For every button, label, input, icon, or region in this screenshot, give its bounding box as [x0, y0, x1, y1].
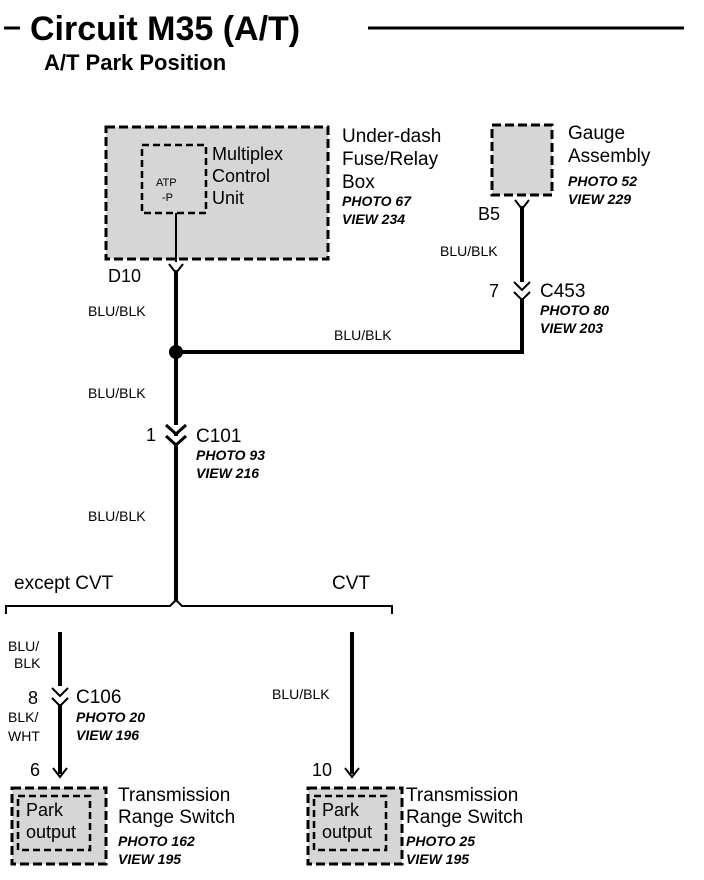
trs-left-inner-1: Park: [26, 800, 64, 820]
trs-right-name-1: Transmission: [406, 785, 518, 806]
c101-photo: PHOTO 93: [196, 447, 265, 463]
splice-dot: [169, 345, 183, 359]
c453-name: C453: [540, 281, 585, 302]
trs-right-view: VIEW 195: [406, 851, 469, 867]
trs-right-inner: [312, 794, 388, 852]
wire-label-1: BLU/BLK: [88, 303, 146, 319]
c106-arrow-top: [51, 687, 69, 698]
gauge-view: VIEW 229: [568, 191, 631, 207]
page-subtitle: A/T Park Position: [44, 50, 226, 75]
c101-view: VIEW 216: [196, 465, 259, 481]
c453-pin: 7: [489, 281, 499, 301]
wire-label-3: BLU/BLK: [334, 327, 392, 343]
c101-pin: 1: [146, 425, 156, 445]
trs-left-inner: [16, 794, 92, 852]
pin-6-arrow: [52, 767, 68, 779]
atp-label: ATP: [156, 177, 177, 189]
c101-arrow-bottom: [164, 434, 188, 448]
c101-name: C101: [196, 426, 241, 447]
trs-left-photo: PHOTO 162: [118, 833, 195, 849]
pin-10: 10: [312, 760, 332, 780]
pin-d10: D10: [108, 266, 141, 286]
trs-right-photo: PHOTO 25: [406, 833, 475, 849]
mcu-name-3: Unit: [212, 188, 244, 208]
pin-6: 6: [30, 760, 40, 780]
wire-label-8: BLU/BLK: [272, 686, 330, 702]
c453-view: VIEW 203: [540, 320, 603, 336]
c106-view: VIEW 196: [76, 727, 139, 743]
c106-photo: PHOTO 20: [76, 709, 145, 725]
trs-left-view: VIEW 195: [118, 851, 181, 867]
gauge-assembly: [490, 123, 554, 197]
c106-pin: 8: [28, 688, 38, 708]
c453-arrow-top: [513, 281, 531, 292]
wire-label-2: BLU/BLK: [440, 243, 498, 259]
wire-label-4: BLU/BLK: [88, 385, 146, 401]
wire-label-7a: BLK/: [8, 709, 38, 725]
c106-name: C106: [76, 687, 121, 708]
c453-photo: PHOTO 80: [540, 302, 609, 318]
trs-left-inner-2: output: [26, 822, 76, 842]
trs-left-name-1: Transmission: [118, 785, 230, 806]
gauge-photo: PHOTO 52: [568, 173, 637, 189]
trs-right: [306, 786, 404, 866]
wire-label-5: BLU/BLK: [88, 508, 146, 524]
fuse-box-name-3: Box: [342, 172, 375, 193]
atp-p-label: -P: [162, 192, 173, 204]
trs-right-inner-2: output: [322, 822, 372, 842]
fuse-box-name-1: Under-dash: [342, 126, 441, 147]
wire-label-6b: BLK: [14, 655, 41, 671]
c101-arrow-top: [164, 423, 188, 437]
branch-except-cvt: except CVT: [14, 573, 114, 594]
wire-label-6a: BLU/: [8, 638, 39, 654]
gauge-name-2: Assembly: [568, 146, 651, 167]
gauge-name-1: Gauge: [568, 123, 625, 144]
branch-cvt: CVT: [332, 573, 370, 594]
fuse-box-name-2: Fuse/Relay: [342, 149, 439, 170]
fuse-box-photo: PHOTO 67: [342, 193, 412, 209]
trs-right-inner-1: Park: [322, 800, 360, 820]
branch-bracket: [5, 598, 393, 614]
pin-b5: B5: [478, 204, 500, 224]
pin-10-arrow: [344, 767, 360, 779]
mcu-name-1: Multiplex: [212, 144, 283, 164]
fuse-box-view: VIEW 234: [342, 211, 405, 227]
page-title: Circuit M35 (A/T): [30, 10, 300, 48]
trs-left-name-2: Range Switch: [118, 807, 235, 828]
mcu-name-2: Control: [212, 166, 270, 186]
trs-right-name-2: Range Switch: [406, 807, 523, 828]
wire-label-7b: WHT: [8, 728, 40, 744]
